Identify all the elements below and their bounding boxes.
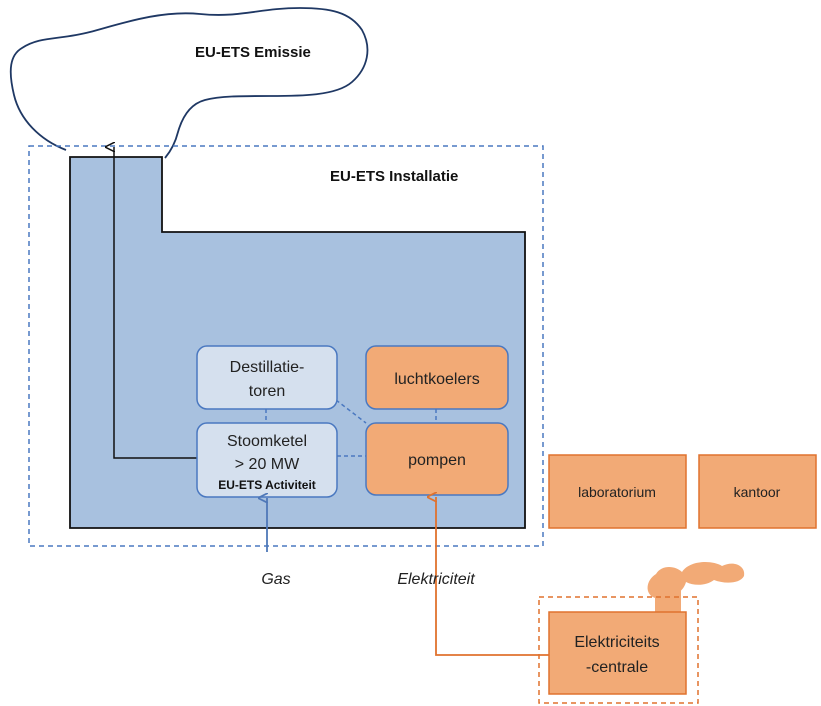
aircoolers-label: luchtkoelers bbox=[394, 371, 479, 388]
gas-label: Gas bbox=[261, 571, 290, 588]
connector-distillation-pumps bbox=[335, 399, 367, 424]
power-plant-label-line2: -centrale bbox=[586, 659, 648, 676]
installation-label: EU-ETS Installatie bbox=[330, 168, 458, 185]
power-plant-boundary bbox=[538, 596, 699, 704]
distillation-label-line2: toren bbox=[249, 383, 285, 400]
pumps-label: pompen bbox=[408, 452, 466, 469]
electricity-label: Elektriciteit bbox=[397, 571, 475, 588]
power-plant-box bbox=[548, 611, 687, 695]
power-plant-chimney bbox=[655, 590, 681, 614]
laboratory-label: laboratorium bbox=[578, 484, 656, 500]
boiler-activity-label: EU-ETS Activiteit bbox=[218, 478, 316, 492]
boiler-label-line1: Stoomketel bbox=[227, 433, 307, 450]
distillation-tower-box bbox=[196, 345, 338, 410]
power-plant-label-line1: Elektriciteits bbox=[574, 634, 659, 651]
office-box bbox=[698, 454, 817, 529]
boiler-label-line2: > 20 MW bbox=[235, 456, 300, 473]
laboratory-box bbox=[548, 454, 687, 529]
installation-boundary bbox=[28, 145, 544, 547]
distillation-label-line1: Destillatie- bbox=[230, 359, 305, 376]
electricity-supply-line bbox=[436, 497, 549, 656]
emission-cloud bbox=[9, 7, 369, 159]
emission-label: EU-ETS Emissie bbox=[195, 44, 311, 61]
power-plant-smoke bbox=[647, 562, 745, 598]
emission-flow-line bbox=[114, 147, 198, 459]
office-label: kantoor bbox=[734, 484, 781, 500]
aircoolers-box bbox=[365, 345, 509, 410]
pumps-box bbox=[365, 422, 509, 496]
